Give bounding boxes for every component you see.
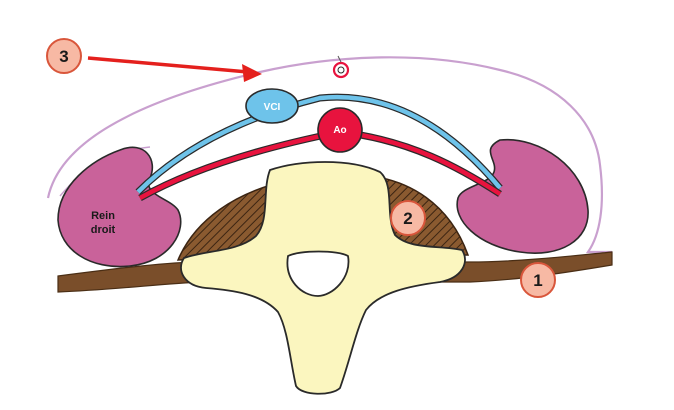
spinal-canal — [286, 250, 350, 297]
small-vessel-inner — [337, 66, 345, 74]
aorta — [317, 107, 363, 153]
marker-1: 1 — [520, 262, 556, 298]
marker-1-label: 1 — [533, 271, 542, 290]
kidney-label-line1: Rein — [91, 210, 115, 222]
vena-cava-label: VCI — [264, 102, 281, 113]
marker-3: 3 — [46, 38, 82, 74]
marker-2: 2 — [390, 200, 426, 236]
peritoneum-outline — [46, 56, 612, 254]
marker-2-label: 2 — [403, 209, 412, 228]
pointer-arrow-head — [242, 64, 262, 82]
left-kidney — [456, 138, 589, 254]
right-kidney — [57, 146, 182, 268]
renal-vein-fill — [136, 94, 502, 194]
aorta-label: Ao — [333, 125, 346, 136]
marker-3-label: 3 — [59, 47, 68, 66]
small-vessel-stem — [337, 55, 342, 63]
vena-cava — [245, 88, 299, 124]
pointer-arrow-shaft — [87, 56, 249, 74]
kidney-label-line2: droit — [91, 224, 116, 236]
